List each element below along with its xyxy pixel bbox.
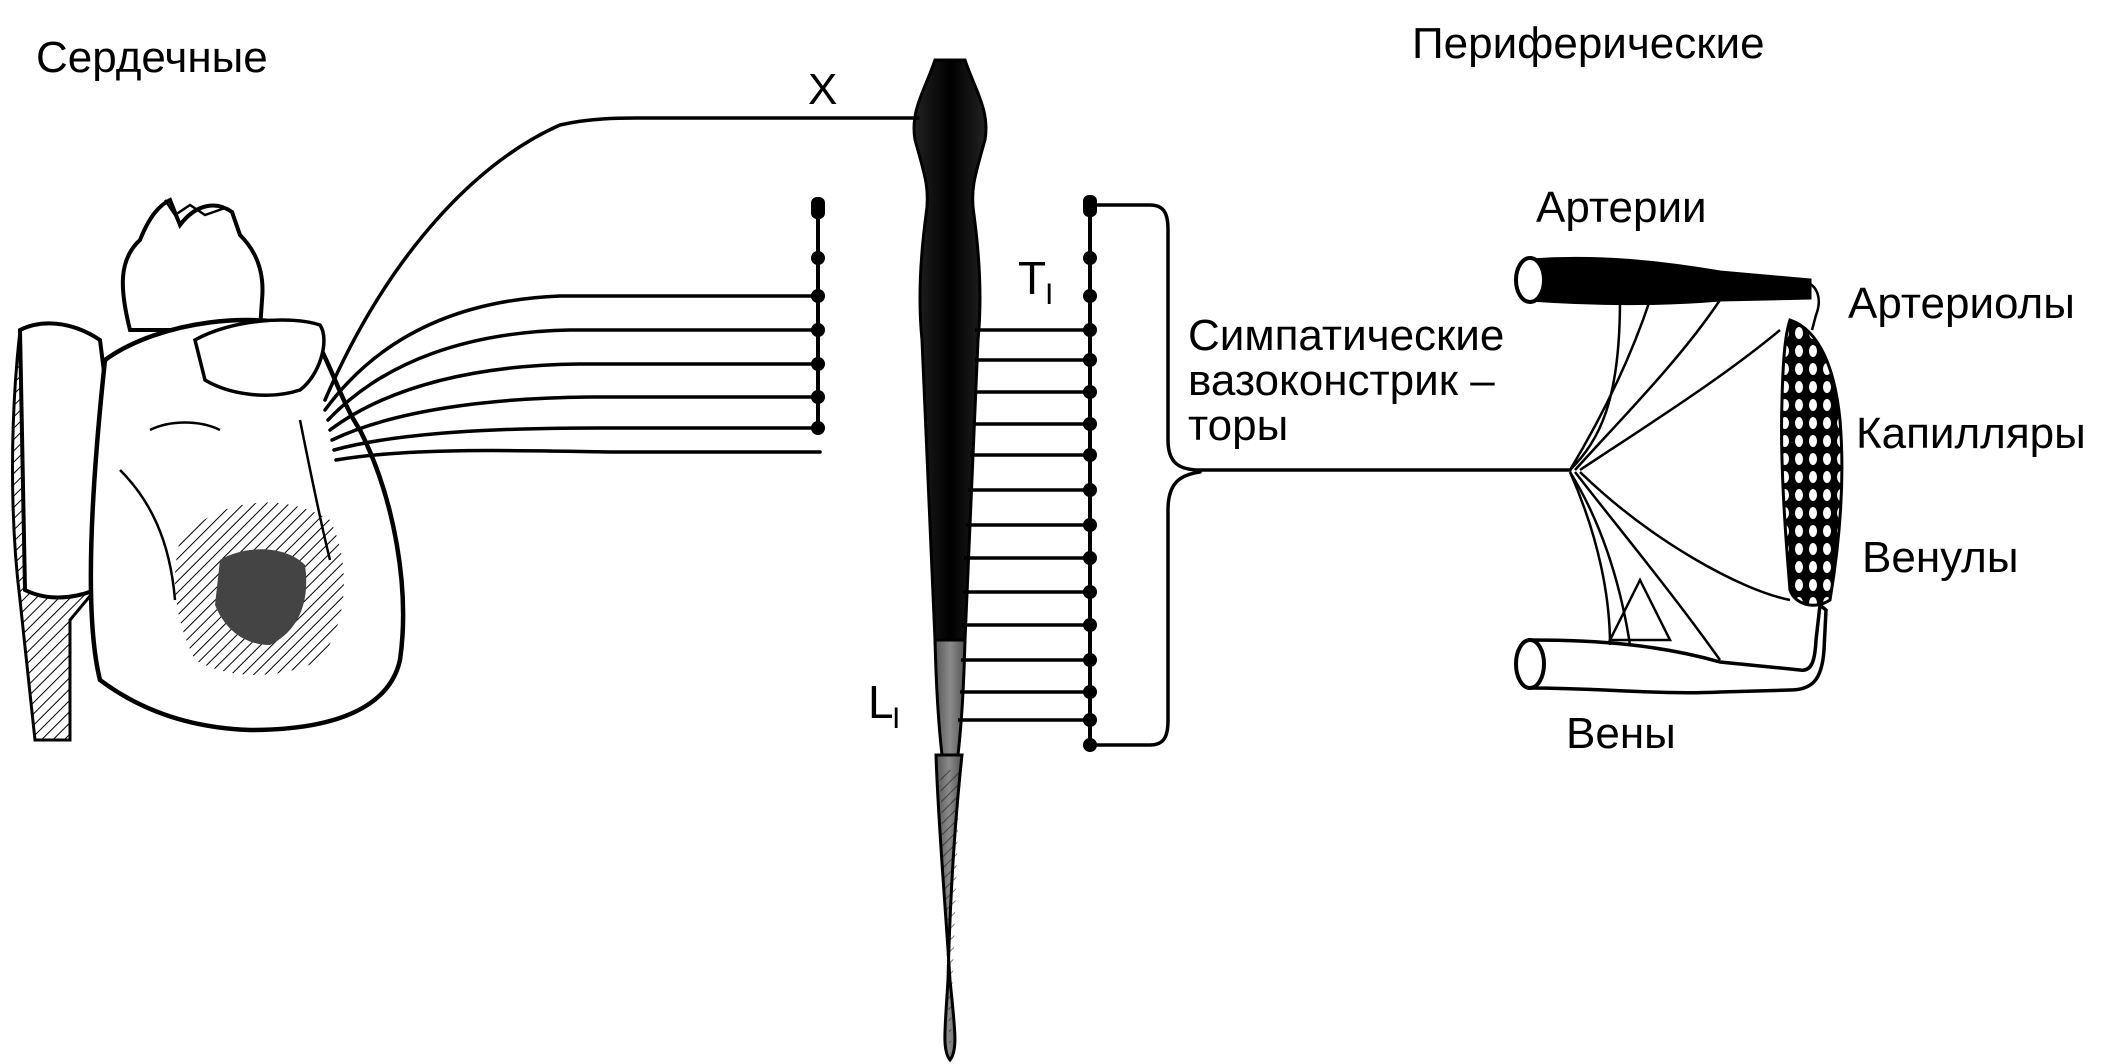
vagus-label: X bbox=[808, 65, 837, 114]
thoracic-subscript: I bbox=[1045, 278, 1053, 311]
thoracic-label: T bbox=[1018, 252, 1046, 304]
venules-label: Венулы bbox=[1862, 533, 2018, 582]
heart-illustration bbox=[11, 197, 406, 742]
lumbar-subscript: I bbox=[892, 702, 900, 735]
sympathetic-label-line3: торы bbox=[1188, 401, 1288, 450]
cardiac-sympathetic-nerves bbox=[323, 294, 822, 462]
peripheral-label: Периферические bbox=[1412, 19, 1765, 68]
sympathetic-label-line1: Симпатические bbox=[1188, 311, 1504, 360]
vagus-nerve bbox=[323, 116, 920, 402]
vasoconstrictor-nerve bbox=[1093, 203, 1572, 472]
spinal-rami bbox=[958, 328, 1088, 722]
right-sympathetic-chain bbox=[1083, 195, 1097, 752]
arterioles-label: Артериолы bbox=[1848, 279, 2075, 328]
capillaries-label: Капилляры bbox=[1856, 409, 2086, 458]
lumbar-label: L bbox=[868, 676, 894, 728]
vascular-bed bbox=[1514, 256, 1844, 695]
cardiac-label: Сердечные bbox=[36, 33, 268, 82]
left-sympathetic-chain bbox=[811, 197, 825, 435]
spinal-cord bbox=[912, 58, 988, 1063]
sympathetic-label-line2: вазоконстрик – bbox=[1188, 356, 1495, 405]
veins-label: Вены bbox=[1566, 709, 1676, 758]
arteries-label: Артерии bbox=[1536, 183, 1707, 232]
